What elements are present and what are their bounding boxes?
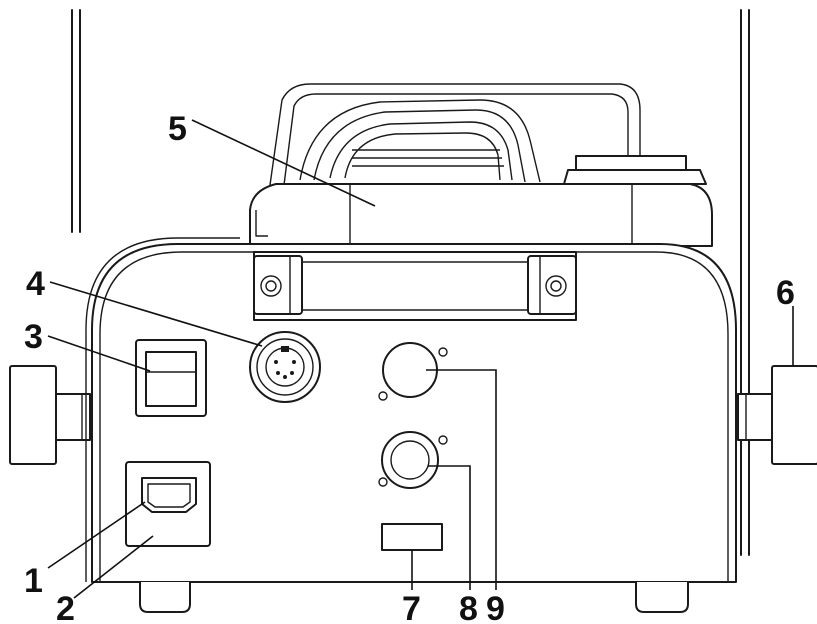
remote-din-socket <box>249 331 321 403</box>
callout-6: 6 <box>776 274 795 312</box>
callout-9: 9 <box>486 590 505 624</box>
display-window <box>381 523 443 551</box>
callout-labels: 1 2 3 4 5 6 7 8 9 <box>24 110 795 624</box>
callout-2: 2 <box>56 590 75 624</box>
power-switch <box>135 339 207 417</box>
power-inlet-fuse-module <box>125 461 211 547</box>
top-cap <box>563 155 707 185</box>
callout-3: 3 <box>24 318 43 356</box>
dmx-in-connector <box>378 431 448 489</box>
callout-1: 1 <box>24 562 43 600</box>
left-knob <box>9 365 91 465</box>
carry-handle <box>269 83 641 186</box>
callout-leaders <box>47 119 794 599</box>
right-frame-rail <box>740 9 750 556</box>
callout-8: 8 <box>459 590 478 624</box>
callout-4: 4 <box>26 265 45 303</box>
right-knob <box>737 365 817 465</box>
feet <box>139 582 689 613</box>
callout-7: 7 <box>402 590 421 624</box>
left-frame-rail <box>71 9 81 233</box>
mounting-bracket <box>253 251 577 321</box>
tank-body <box>249 183 713 247</box>
housing <box>85 237 737 583</box>
callout-5: 5 <box>168 110 187 148</box>
